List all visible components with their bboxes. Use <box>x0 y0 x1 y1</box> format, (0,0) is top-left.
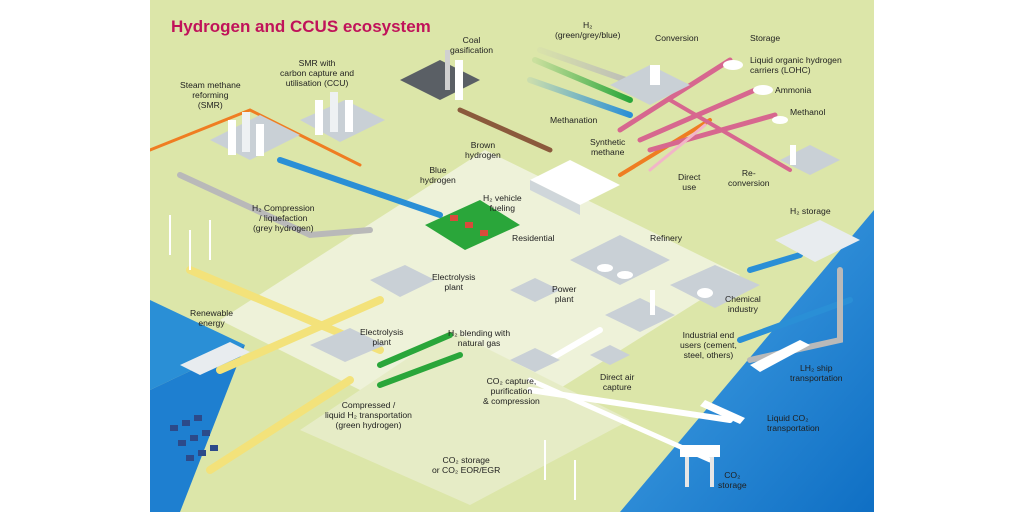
direct-air-capture-unit <box>590 345 630 365</box>
label-refinery: Refinery <box>650 233 682 243</box>
label-compressed-liquid-h2: Compressed /liquid H₂ transportation(gre… <box>325 400 412 430</box>
lh2-ship-arrow <box>737 297 853 343</box>
label-residential: Residential <box>512 233 555 243</box>
solar-field <box>170 415 218 461</box>
smr-ccu-plant <box>300 92 385 142</box>
h2-green-input <box>532 57 633 103</box>
smr-feed-arrow <box>150 108 362 167</box>
renewable-arrow-2 <box>216 296 384 374</box>
reconversion-arrow <box>668 98 792 172</box>
label-conversion: Conversion <box>655 33 699 43</box>
renewable-arrow-3 <box>206 376 354 474</box>
refinery <box>570 235 670 285</box>
co2-ship <box>700 400 745 424</box>
sea-right <box>620 210 874 512</box>
label-h2-compression: H₂ Compression/ liquefaction(grey hydrog… <box>252 203 315 233</box>
river-left-2 <box>150 345 245 512</box>
label-h2-colors: H₂(green/grey/blue) <box>555 20 621 40</box>
label-methanol: Methanol <box>790 107 826 117</box>
h2-storage-arrow <box>747 252 803 273</box>
diagram-canvas: Hydrogen and CCUS ecosystem Steam methan… <box>150 0 874 512</box>
direct-use-arrow <box>648 123 707 172</box>
green-h2-arrow-1 <box>377 332 453 368</box>
blue-hydrogen-arrow <box>277 157 443 218</box>
coal-gasification-plant <box>400 50 480 100</box>
river-left <box>150 300 245 390</box>
residential-area <box>425 200 520 250</box>
h2-blue-input <box>527 77 633 118</box>
lohc-arrow <box>617 57 733 133</box>
label-methanation: Methanation <box>550 115 598 125</box>
co2-storage-wells <box>544 440 576 500</box>
label-re-conversion: Re-conversion <box>728 168 770 188</box>
offshore-platform <box>680 445 720 487</box>
facilities <box>169 50 860 500</box>
storage-tanks <box>723 60 788 124</box>
label-h2-storage: H₂ storage <box>790 206 831 216</box>
power-plant-building <box>510 278 560 302</box>
vehicle-fueling-station <box>530 160 620 215</box>
grey-hydrogen-arrow <box>177 172 373 239</box>
label-storage: Storage <box>750 33 781 43</box>
diagram-title: Hydrogen and CCUS ecosystem <box>171 17 431 36</box>
co2-capture-facility <box>510 348 560 372</box>
chemical-plant <box>670 265 760 308</box>
label-ammonia: Ammonia <box>775 85 812 95</box>
conversion-plant <box>610 65 690 105</box>
green-h2-arrow-2 <box>377 352 463 388</box>
lh2-ship <box>750 340 810 372</box>
inner-plaza-lower <box>300 330 630 505</box>
ecosystem-scene <box>150 47 874 512</box>
brown-hydrogen-arrow <box>457 107 553 153</box>
label-co2-capture: CO₂ capture,purification& compression <box>483 376 540 406</box>
central-plaza <box>220 150 740 445</box>
wind-turbines <box>169 215 211 270</box>
hydro-dam <box>180 342 250 375</box>
h2-storage-facility <box>775 220 860 262</box>
reconversion-plant <box>780 145 840 175</box>
methanol-arrow <box>647 112 778 153</box>
smr-plant <box>210 112 300 160</box>
industrial-plant <box>605 290 675 332</box>
electrolysis-plant-outer-building <box>310 328 385 362</box>
electrolysis-plant-inner-building <box>370 265 435 297</box>
